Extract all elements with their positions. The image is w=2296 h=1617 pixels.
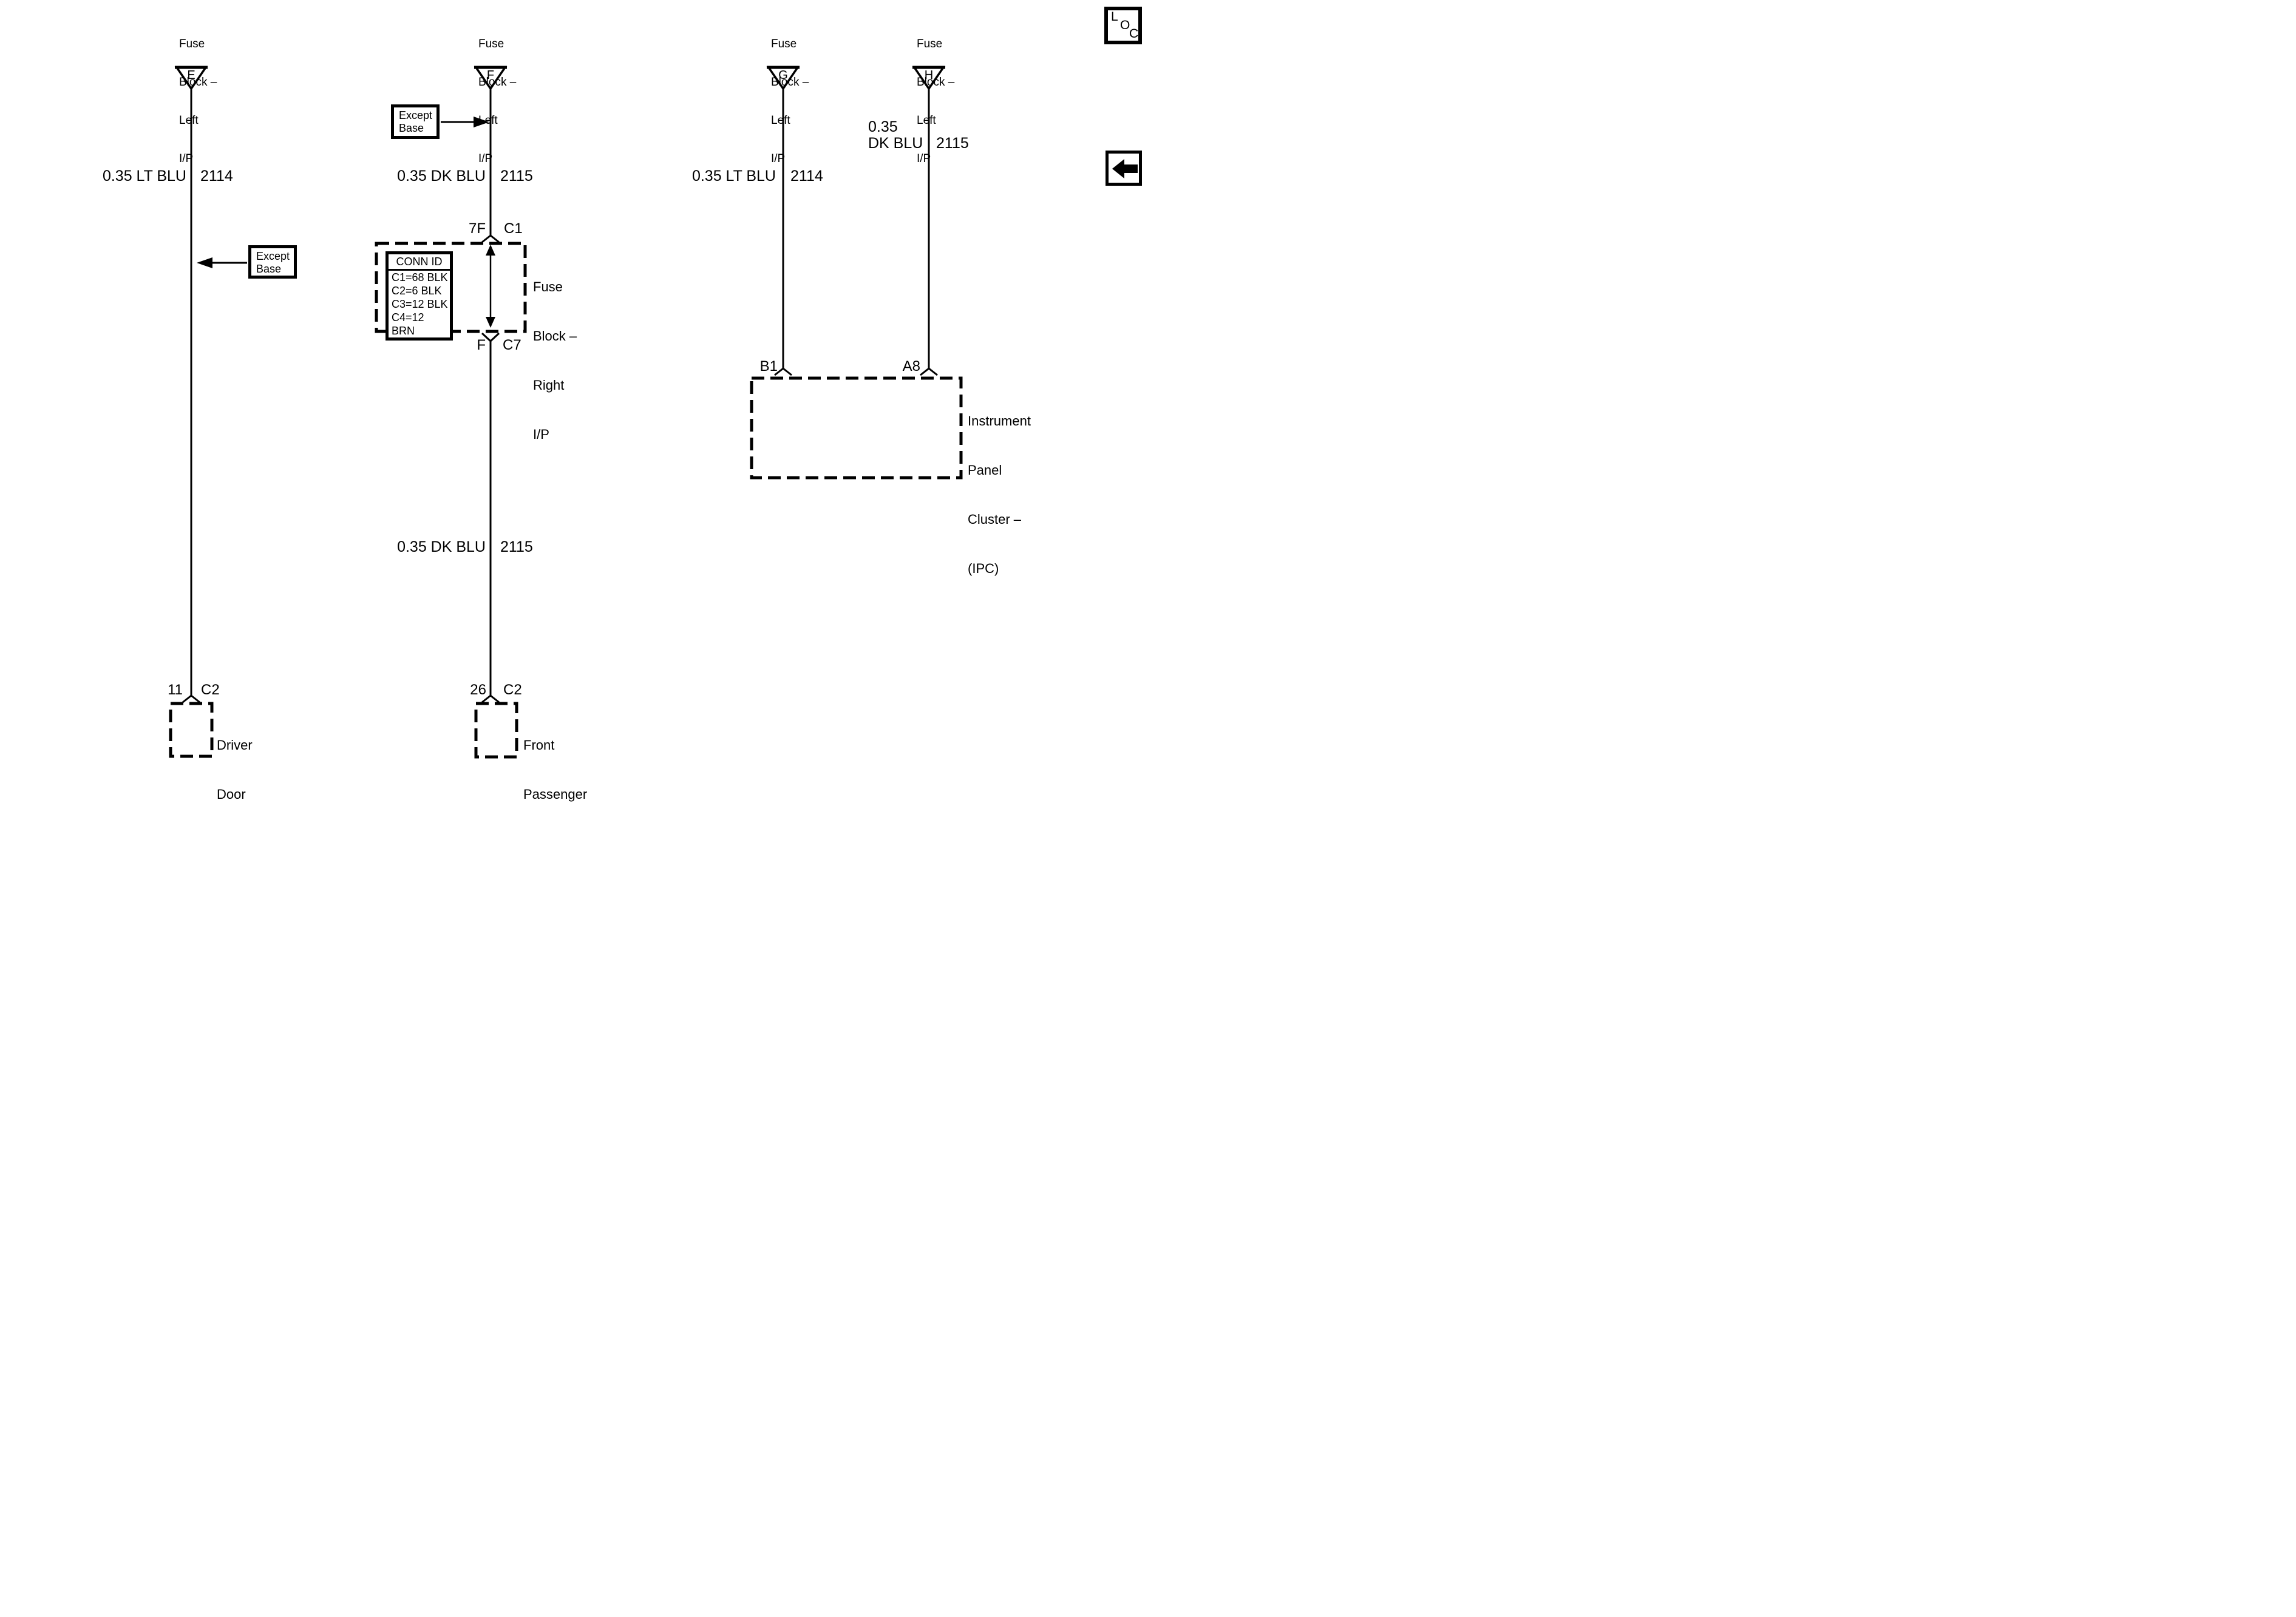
diagram-linework — [169, 66, 963, 759]
label-line: Block – — [771, 76, 809, 89]
label-line: I/P — [179, 152, 194, 165]
label-line: Block – — [533, 328, 577, 344]
except-base-arrow-left — [197, 257, 247, 268]
wiring-diagram-page: Fuse Block – Left I/P Fuse Block – Left … — [0, 0, 1148, 808]
loc-button[interactable]: L O C — [1104, 7, 1142, 44]
label-line: Driver — [217, 737, 253, 753]
except-base-callout-e: Except Base — [248, 245, 297, 279]
back-button[interactable] — [1106, 151, 1142, 186]
label-line: Left — [179, 114, 199, 127]
label-line: Fuse — [917, 38, 943, 50]
callout-line: Base — [399, 122, 424, 134]
connector-letter-h: H — [924, 69, 934, 82]
label-line: Panel — [968, 463, 1002, 478]
label-line: Fuse — [771, 38, 797, 50]
label-line: Fuse — [179, 38, 205, 50]
conn-c7: C7 — [503, 337, 521, 353]
label-line: Block – — [917, 76, 955, 89]
fpdm-label: Front Passenger Door Module (FPDM) — [523, 704, 587, 808]
wire-e — [182, 89, 200, 703]
label-line: Instrument — [968, 413, 1031, 429]
ipc-label: Instrument Panel Cluster – (IPC) — [968, 380, 1031, 609]
label-line: Fuse — [478, 38, 504, 50]
label-line: Block – — [179, 76, 217, 89]
pin-a8: A8 — [902, 358, 920, 375]
pin-11: 11 — [168, 682, 183, 698]
label-line: Fuse — [533, 279, 563, 294]
wire-e-circuit: 2114 — [200, 168, 233, 185]
label-line: Front — [523, 737, 555, 753]
fpdm-box — [474, 702, 518, 759]
wire-f-circuit-lower: 2115 — [500, 538, 533, 555]
wire-h — [920, 89, 938, 376]
ddm-label: Driver Door Module (DDM) — [217, 704, 260, 808]
label-line: I/P — [771, 152, 786, 165]
label-line: Block – — [478, 76, 517, 89]
pin-b1: B1 — [759, 358, 778, 375]
pin-f: F — [477, 337, 486, 353]
conn-c1: C1 — [504, 220, 523, 237]
conn-id-row: C4=12 BRN — [392, 311, 424, 337]
callout-line: Base — [256, 263, 282, 275]
wire-h-circuit: 2115 — [936, 135, 969, 152]
connector-triangle-g — [766, 66, 800, 91]
connector-letter-e: E — [187, 69, 195, 82]
through-circuit-arrow — [486, 245, 495, 328]
conn-id-row: C2=6 BLK — [392, 285, 442, 297]
wire-f-circuit-upper: 2115 — [500, 168, 533, 185]
wire-h-color: DK BLU — [868, 135, 923, 152]
label-line: I/P — [533, 427, 549, 442]
wire-h-gauge: 0.35 — [868, 118, 898, 135]
callout-line: Except — [256, 250, 290, 262]
wire-f-gauge-color-lower: 0.35 DK BLU — [397, 538, 486, 555]
fuse-block-right-label: Fuse Block – Right I/P — [533, 246, 577, 475]
connector-letter-g: G — [778, 69, 788, 82]
connector-triangle-e — [174, 66, 208, 91]
connector-triangle-f — [474, 66, 508, 91]
wire-f — [481, 89, 500, 703]
loc-letter-o: O — [1120, 18, 1130, 32]
label-line: Cluster – — [968, 512, 1022, 527]
wire-e-gauge-color: 0.35 LT BLU — [102, 168, 186, 185]
wire-g-gauge-color: 0.35 LT BLU — [691, 168, 776, 185]
conn-c2-ddm: C2 — [201, 682, 220, 698]
back-arrow-icon — [1112, 159, 1138, 178]
label-line: Left — [771, 114, 790, 127]
wire-f-gauge-color-upper: 0.35 DK BLU — [397, 168, 486, 185]
label-line: I/P — [478, 152, 493, 165]
ipc-box — [750, 376, 963, 480]
loc-letter-c: C — [1129, 27, 1139, 41]
fuse-block-left-label-h: Fuse Block – Left I/P — [917, 12, 954, 191]
label-line: Passenger — [523, 787, 588, 802]
label-line: (IPC) — [968, 561, 999, 576]
wire-g — [774, 89, 792, 376]
label-line: Left — [917, 114, 936, 127]
loc-letter-l: L — [1111, 10, 1118, 24]
fuse-block-left-label-g: Fuse Block – Left I/P — [771, 12, 809, 191]
fuse-block-left-label-e: Fuse Block – Left I/P — [179, 12, 217, 191]
connector-letter-f: F — [486, 69, 495, 82]
connector-triangle-h — [912, 66, 946, 91]
conn-id-header: CONN ID — [389, 254, 450, 271]
label-line: Right — [533, 378, 565, 393]
ddm-box — [169, 702, 214, 758]
pin-26: 26 — [470, 682, 486, 698]
pin-7f: 7F — [468, 220, 486, 237]
conn-id-row: C3=12 BLK — [392, 298, 448, 310]
label-line: I/P — [917, 152, 931, 165]
label-line: Left — [478, 114, 498, 127]
conn-c2-fpdm: C2 — [503, 682, 522, 698]
callout-line: Except — [399, 109, 433, 121]
conn-id-row: C1=68 BLK — [392, 271, 448, 283]
wire-g-circuit: 2114 — [790, 168, 823, 185]
except-base-arrow-right — [441, 117, 489, 127]
label-line: Door — [217, 787, 246, 802]
conn-id-table: CONN ID C1=68 BLK C2=6 BLK C3=12 BLK C4=… — [385, 251, 453, 341]
except-base-callout-f: Except Base — [391, 104, 440, 139]
fuse-block-left-label-f: Fuse Block – Left I/P — [478, 12, 516, 191]
